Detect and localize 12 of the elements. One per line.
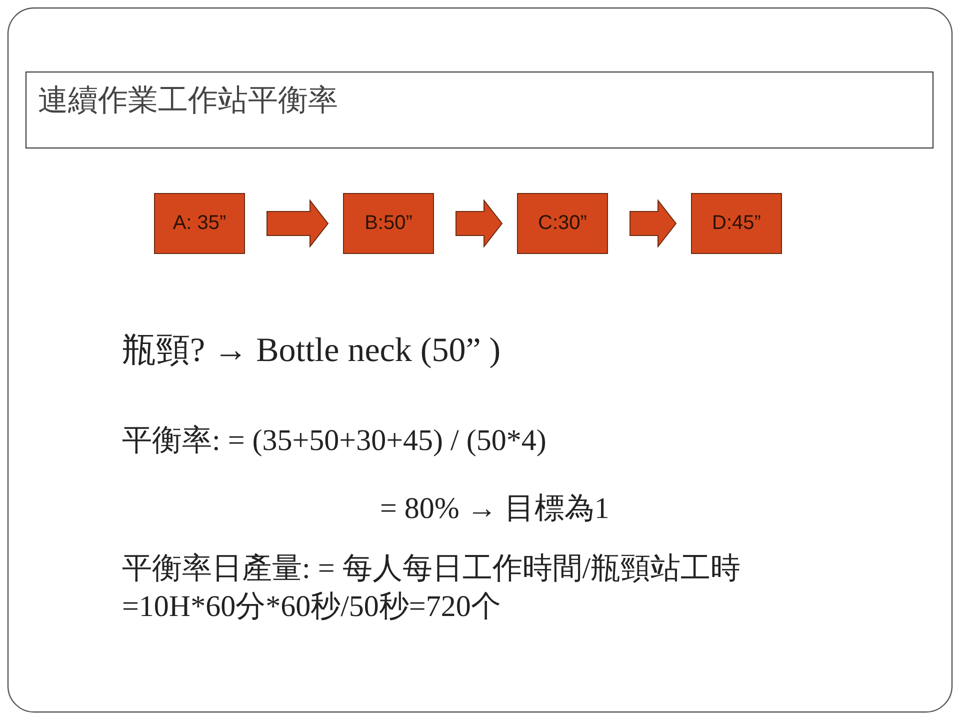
formula-text: = 80% → 目標為1 (380, 491, 610, 527)
formula-text: 平衡率: = (35+50+30+45) / (50*4) (122, 423, 548, 459)
station-box: B:50” (343, 193, 434, 254)
block-arrow (630, 199, 677, 248)
block-arrow (266, 199, 329, 248)
station-box: A: 35” (154, 193, 245, 254)
station-box: C:30” (517, 193, 608, 254)
formula-text: 平衡率日產量: = 每人每日工作時間/瓶頸站工時 =10H*60分*60秒/50秒=720个 (122, 551, 742, 624)
title: 連續作業工作站平衡率 (38, 82, 338, 120)
block-arrow (456, 199, 503, 248)
station-box: D:45” (691, 193, 782, 254)
formula-text: 瓶頸? → Bottle neck (50” ) (122, 331, 502, 371)
